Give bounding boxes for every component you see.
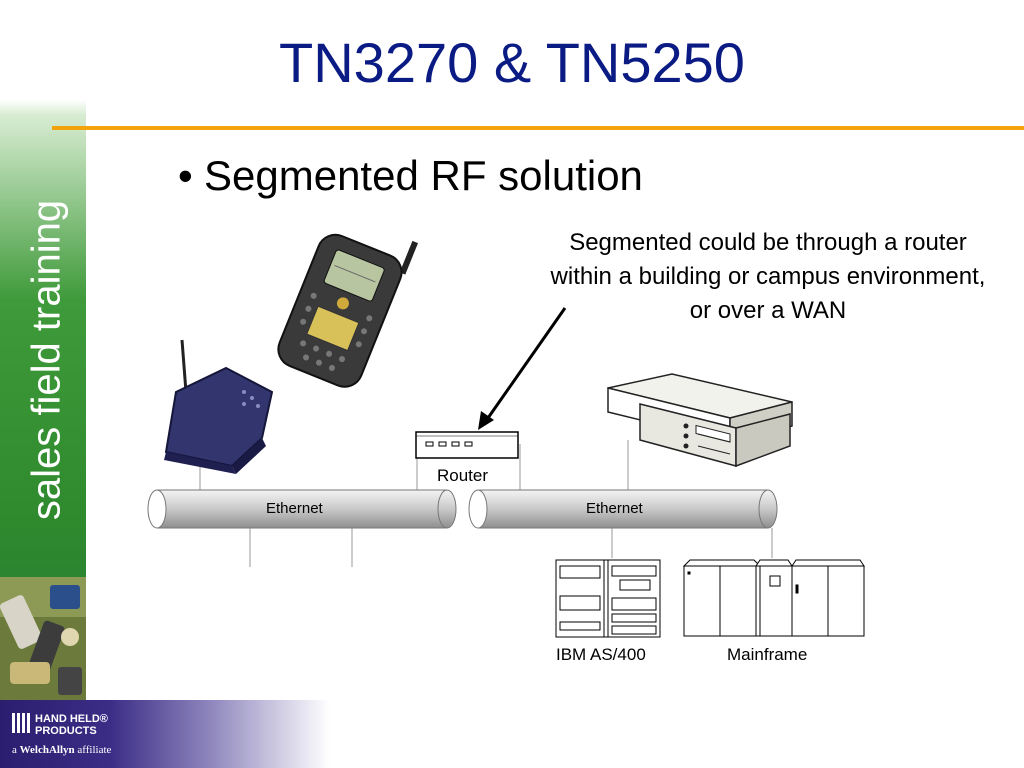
footer-band (0, 700, 330, 768)
hand-held-products-logo: HAND HELD® PRODUCTS a WelchAllyn affilia… (12, 713, 112, 756)
callout-arrow (478, 307, 567, 430)
router-label: Router (437, 466, 489, 485)
scanner-products-photo (0, 577, 86, 700)
svg-text:HAND HELD®: HAND HELD® (35, 713, 108, 725)
callout-text: Segmented could be through a router with… (550, 229, 986, 324)
page-title: TN3270 & TN5250 (279, 31, 745, 94)
bullet-marker: • (178, 152, 193, 199)
svg-text:a WelchAllyn affiliate: a WelchAllyn affiliate (12, 744, 112, 756)
router-icon (415, 431, 519, 459)
bullet-text: Segmented RF solution (204, 152, 643, 199)
ethernet-pipe-right (468, 489, 778, 529)
ethernet-label-left: Ethernet (266, 500, 323, 517)
ethernet-pipe-left (147, 489, 457, 529)
mainframe-icon (682, 559, 865, 637)
server-icon (607, 373, 793, 468)
svg-text:PRODUCTS: PRODUCTS (35, 725, 97, 737)
access-point-icon (164, 339, 274, 474)
as400-label: IBM AS/400 (556, 645, 646, 664)
title-divider (52, 126, 1024, 130)
handheld-terminal-icon (277, 233, 419, 388)
bullet-item: •Segmented RF solution (178, 152, 643, 200)
ethernet-label-right: Ethernet (586, 500, 643, 517)
network-diagram (147, 233, 865, 638)
mainframe-label: Mainframe (727, 645, 808, 664)
as400-icon (555, 559, 661, 638)
